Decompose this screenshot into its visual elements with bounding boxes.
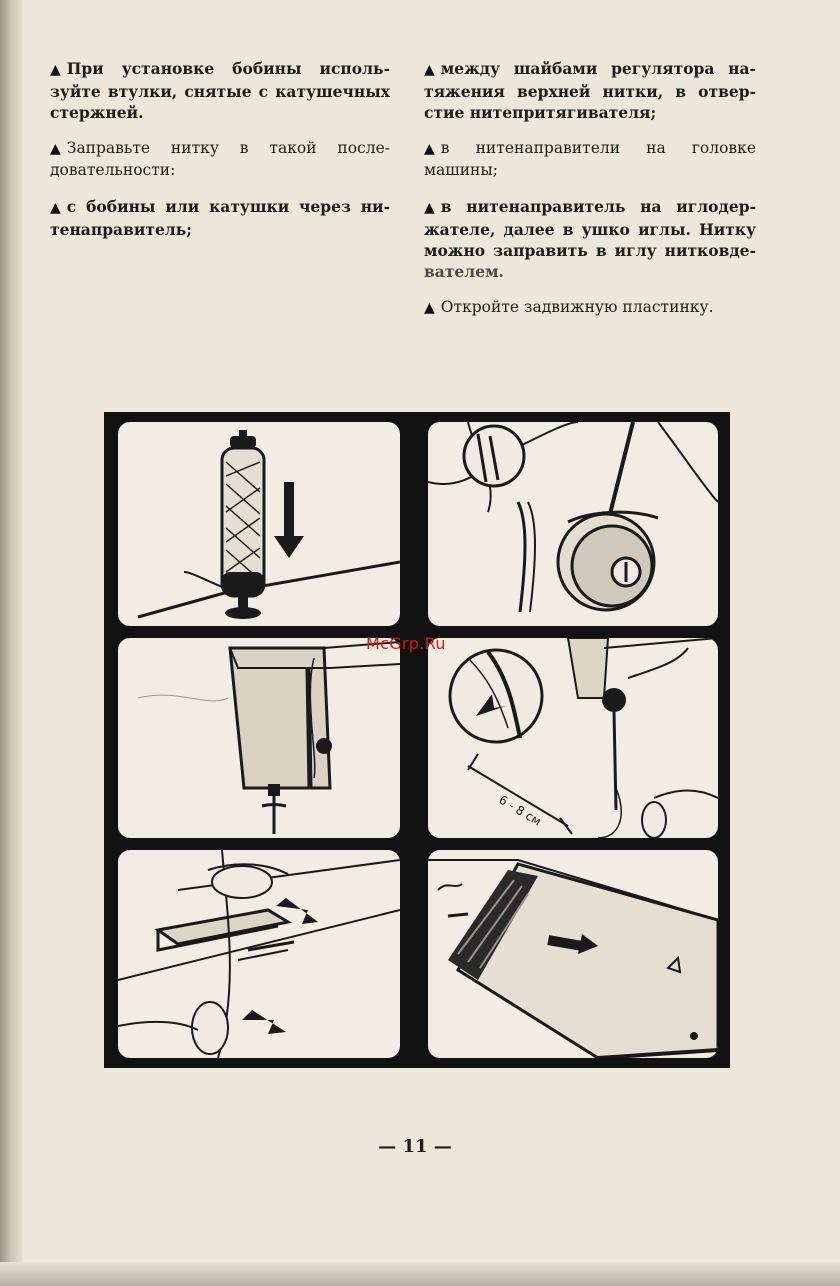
panel-head-guides (118, 638, 400, 838)
instructions-right-column: ▲между шайбами регулятора на­тяжения вер… (424, 58, 756, 334)
bullet-triangle-icon: ▲ (424, 141, 435, 157)
bullet-triangle-icon: ▲ (424, 62, 435, 78)
page-number: — 11 — (378, 1136, 452, 1157)
panel-spool-pin (118, 422, 400, 626)
bullet-triangle-icon: ▲ (50, 200, 61, 216)
instruction-tension-discs: ▲между шайбами регулятора на­тяжения вер… (424, 59, 756, 122)
instruction-from-spool: ▲с бобины или катушки через ни­тенаправи… (50, 197, 390, 239)
bullet-triangle-icon: ▲ (424, 200, 435, 216)
panel-needle-bar-guide (118, 850, 400, 1058)
instruction-head-guides: ▲в нитенаправители на головке машины; (424, 139, 756, 179)
panel-needle-threading: 6 - 8 см (428, 638, 718, 838)
page-bottom-edge (0, 1262, 840, 1286)
instruction-open-slide-plate: ▲Откройте задвижную пластинку. (424, 297, 756, 319)
instructions-left-column: ▲При установке бобины исполь­зуйте втулк… (50, 58, 390, 255)
bullet-triangle-icon: ▲ (50, 62, 61, 78)
page-binding (0, 0, 22, 1286)
bullet-triangle-icon: ▲ (50, 141, 61, 157)
panel-tension-regulator (428, 422, 718, 626)
instruction-threading-order: ▲Заправьте нитку в такой после­довательн… (50, 139, 390, 179)
bullet-triangle-icon: ▲ (424, 300, 435, 316)
threading-illustration: 6 - 8 см (104, 412, 730, 1068)
watermark-text: McGrp.Ru (366, 634, 446, 653)
panel-slide-plate (428, 850, 718, 1058)
instruction-bobbin-sleeves: ▲При установке бобины исполь­зуйте втулк… (50, 59, 390, 122)
instruction-needle-eye: ▲в нитенаправитель на иглодер­жателе, да… (424, 197, 756, 281)
